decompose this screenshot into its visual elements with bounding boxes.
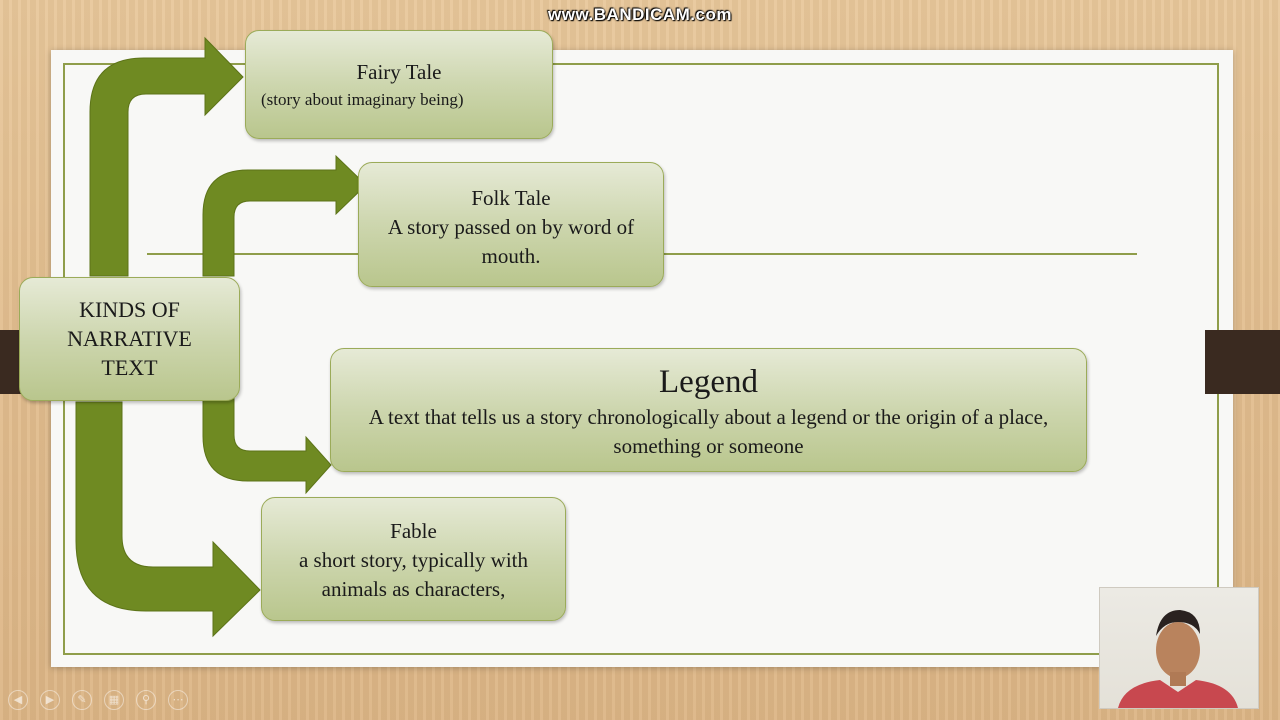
- folk-tale-title: Folk Tale: [471, 186, 551, 210]
- more-icon[interactable]: ⋯: [168, 690, 188, 710]
- right-dark-tab: [1205, 330, 1280, 394]
- presenter-avatar: [1118, 610, 1238, 708]
- fable-title: Fable: [390, 519, 437, 543]
- zoom-icon[interactable]: ⚲: [136, 690, 156, 710]
- fable-desc: a short story, typically with animals as…: [298, 548, 529, 601]
- fairy-tale-box: Fairy Tale (story about imaginary being): [245, 30, 553, 139]
- kinds-of-narrative-text-box: KINDS OF NARRATIVE TEXT: [19, 277, 240, 401]
- legend-box: Legend A text that tells us a story chro…: [330, 348, 1087, 472]
- legend-desc: A text that tells us a story chronologic…: [368, 405, 1049, 458]
- bandicam-watermark: www.BANDICAM.com: [548, 5, 732, 24]
- fairy-tale-title: Fairy Tale: [356, 60, 442, 84]
- arrow-fable: [75, 401, 261, 638]
- forward-icon[interactable]: ▶: [40, 690, 60, 710]
- grid-icon[interactable]: ▦: [104, 690, 124, 710]
- slideshow-controls: ◀ ▶ ✎ ▦ ⚲ ⋯: [8, 690, 188, 712]
- presenter-webcam: [1099, 587, 1259, 709]
- pen-icon[interactable]: ✎: [72, 690, 92, 710]
- arrow-fairy-tale: [89, 36, 244, 277]
- left-dark-tab: [0, 330, 22, 394]
- center-title: KINDS OF NARRATIVE TEXT: [67, 297, 192, 380]
- fairy-tale-desc: (story about imaginary being): [261, 90, 464, 109]
- fable-box: Fable a short story, typically with anim…: [261, 497, 566, 621]
- arrow-legend: [202, 395, 332, 495]
- folk-tale-box: Folk Tale A story passed on by word of m…: [358, 162, 664, 287]
- folk-tale-desc: A story passed on by word of mouth.: [387, 215, 635, 268]
- arrow-folk-tale: [202, 154, 367, 277]
- legend-title: Legend: [659, 364, 758, 400]
- back-icon[interactable]: ◀: [8, 690, 28, 710]
